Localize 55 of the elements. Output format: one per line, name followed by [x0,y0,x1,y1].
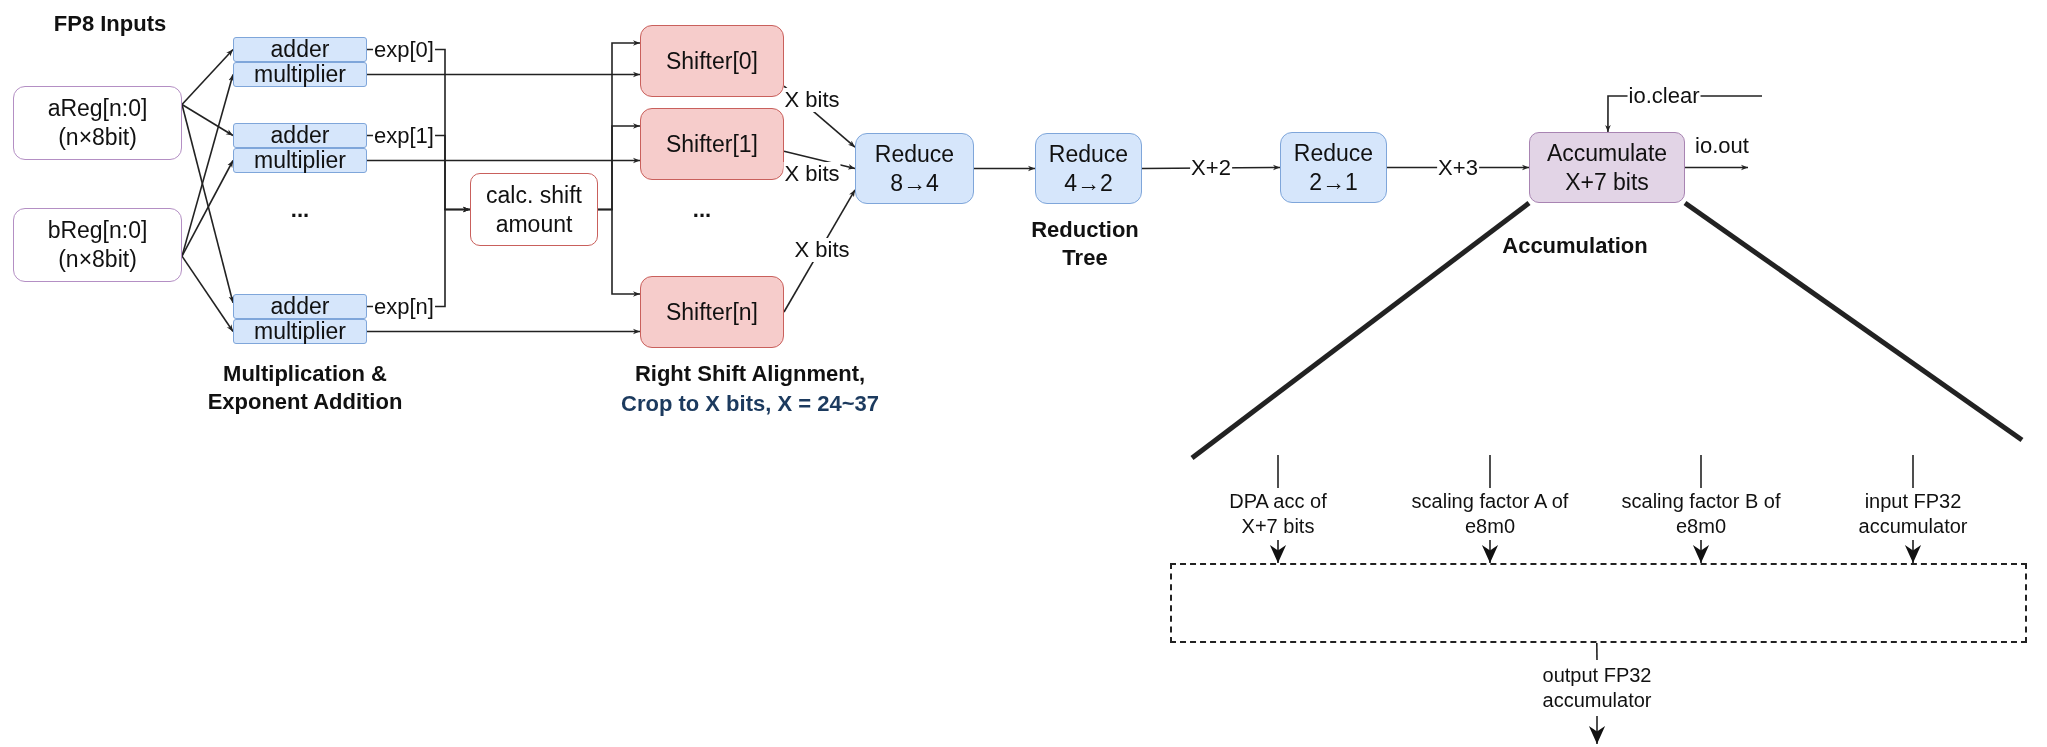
arrow [597,208,641,297]
shifter-box: Shifter[1] [640,108,784,180]
register-box: bReg[n:0] (n×8bit) [13,208,182,282]
edge-label: X bits [783,88,841,112]
adder-box: adder [233,123,367,148]
adder-box: adder [233,37,367,62]
shifter-box: Shifter[0] [640,25,784,97]
arrow [973,165,1036,172]
arrow [181,48,234,106]
multiplier-box: multiplier [233,319,367,344]
arrow [1904,539,1922,564]
input-label: DPA acc of X+7 bits [1218,488,1338,540]
accumulate-box: Accumulate X+7 bits [1529,132,1685,203]
reduce-box: Reduce 4→2 [1035,133,1142,204]
arrow [366,157,641,164]
connector-line [1912,454,1914,489]
connector-line [1700,454,1702,489]
zoom-line [1190,201,1531,460]
arrow [1684,164,1749,171]
arrow [181,159,234,257]
edge-label: X bits [793,238,851,262]
arrow [366,71,641,78]
input-label: input FP32 accumulator [1845,488,1981,540]
multiplier-box: multiplier [233,148,367,173]
arrow [1269,539,1287,564]
multiplier-box: multiplier [233,62,367,87]
arrow [1692,539,1710,564]
arrow [1481,539,1499,564]
heading: FP8 Inputs [52,10,168,38]
register-box: aReg[n:0] (n×8bit) [13,86,182,160]
input-label: scaling factor A of e8m0 [1405,488,1575,540]
ellipsis: ... [289,196,311,224]
reduce-box: Reduce 2→1 [1280,132,1387,203]
stage-caption: Accumulation [1501,232,1649,260]
connector-line [1277,454,1279,489]
reduce-box: Reduce 8→4 [855,133,974,204]
arrow [181,103,234,304]
shifter-box: Shifter[n] [640,276,784,348]
stage-caption: Right Shift Alignment, [633,360,867,388]
input-label: scaling factor B of e8m0 [1615,488,1787,540]
connector-line [1489,454,1491,489]
stage-caption: Reduction Tree [1030,216,1140,271]
connector-line [1596,642,1598,661]
arrow [181,103,234,137]
zoom-line [1683,200,2024,443]
adder-box: adder [233,294,367,319]
dashed-region [1170,563,2027,643]
stage-caption: Crop to X bits, X = 24~37 [620,390,880,418]
arrow [1588,715,1606,745]
process-box: calc. shift amount [470,173,598,246]
output-label: output FP32 accumulator [1532,660,1662,716]
arrow [181,255,234,333]
stage-caption: Multiplication & Exponent Addition [206,360,404,415]
ellipsis: ... [691,196,713,224]
arrow [366,328,641,335]
